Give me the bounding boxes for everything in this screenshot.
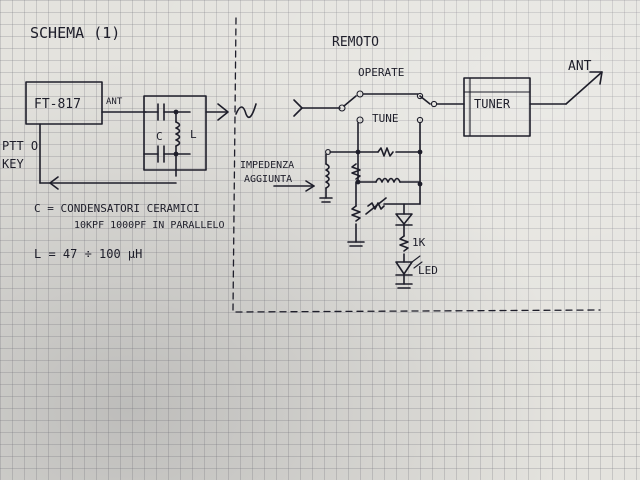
switch2-common-contact [416, 92, 424, 100]
antenna-label: ANT [568, 59, 592, 74]
switch-blade [343, 95, 357, 107]
switch-operate-label: OPERATE [358, 66, 404, 79]
impedance-coil [325, 163, 330, 189]
switch2-out-contact [430, 100, 438, 108]
arrow-filter-out [217, 103, 229, 121]
radio-ft817-box: FT-817 [25, 81, 103, 125]
remote-input-arrow [293, 99, 303, 117]
led-ray-2 [413, 261, 423, 269]
arrow-ptt-return [49, 176, 59, 190]
impedance-label-line1: IMPEDENZA [240, 160, 294, 171]
note-capacitors-line1: C = CONDENSATORI CERAMICI [34, 202, 200, 215]
key-label: KEY [2, 157, 24, 171]
coil-lower [375, 177, 401, 183]
resistor-chain-1 [351, 163, 361, 180]
ptt-label: PTT O [2, 139, 38, 153]
led-ray-1 [411, 255, 421, 263]
switch-tune-label: TUNE [372, 112, 399, 125]
switch2-tune-contact [416, 116, 424, 124]
switch-common-contact [338, 104, 346, 112]
section-divider-horizontal [235, 309, 601, 313]
antenna-arrow-line [565, 71, 603, 105]
led-label: LED [418, 264, 438, 277]
switch2-blade [419, 95, 431, 105]
impedance-terminal [325, 149, 331, 155]
impedance-label-line2: AGGIUNTA [244, 174, 292, 185]
remote-section-label: REMOTO [332, 35, 379, 50]
diode [395, 213, 413, 225]
resistor-1k-label: 1K [412, 236, 426, 249]
radio-ant-port-label: ANT [106, 97, 123, 107]
resistor-chain-2 [351, 205, 361, 222]
junction-right-upper [417, 149, 423, 155]
note-inductance: L = 47 ÷ 100 μH [34, 247, 142, 261]
resistor-upper [377, 147, 394, 157]
tuner-label: TUNER [474, 97, 511, 111]
note-capacitors-line2: 10KPF 1000PF IN PARALLELO [74, 220, 225, 231]
resistor-1k [399, 235, 409, 252]
variable-resistor-arrow [365, 197, 387, 215]
tuner-box: TUNER [463, 77, 531, 137]
section-divider-vertical [232, 17, 237, 311]
capacitor-label: C [156, 130, 163, 143]
led [395, 261, 413, 275]
schematic-title: SCHEMA (1) [30, 24, 120, 42]
switch-tune-contact [356, 116, 364, 124]
impedance-pointer-head [305, 180, 315, 192]
switch-operate-contact [356, 90, 364, 98]
choke-filter-box [143, 95, 207, 177]
radio-label: FT-817 [34, 97, 81, 112]
antenna-arrow-head [589, 71, 603, 85]
inductor-label: L [190, 128, 197, 141]
cable-break-symbol [235, 103, 257, 119]
